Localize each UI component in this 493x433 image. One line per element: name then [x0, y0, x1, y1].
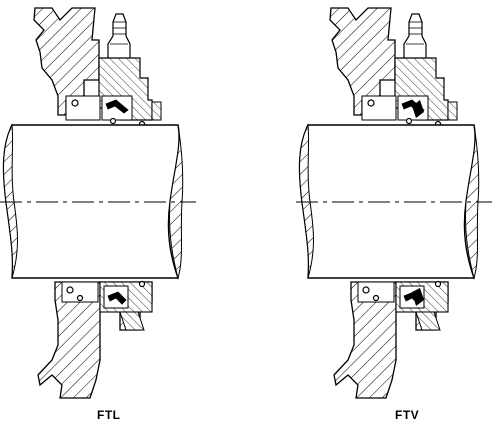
drawing-ftl [0, 7, 197, 399]
ftv-seal-element [412, 100, 424, 118]
caption-ftv: FTV [395, 408, 420, 422]
drawing-ftv [295, 7, 493, 399]
caption-ftl: FTL [97, 408, 121, 422]
